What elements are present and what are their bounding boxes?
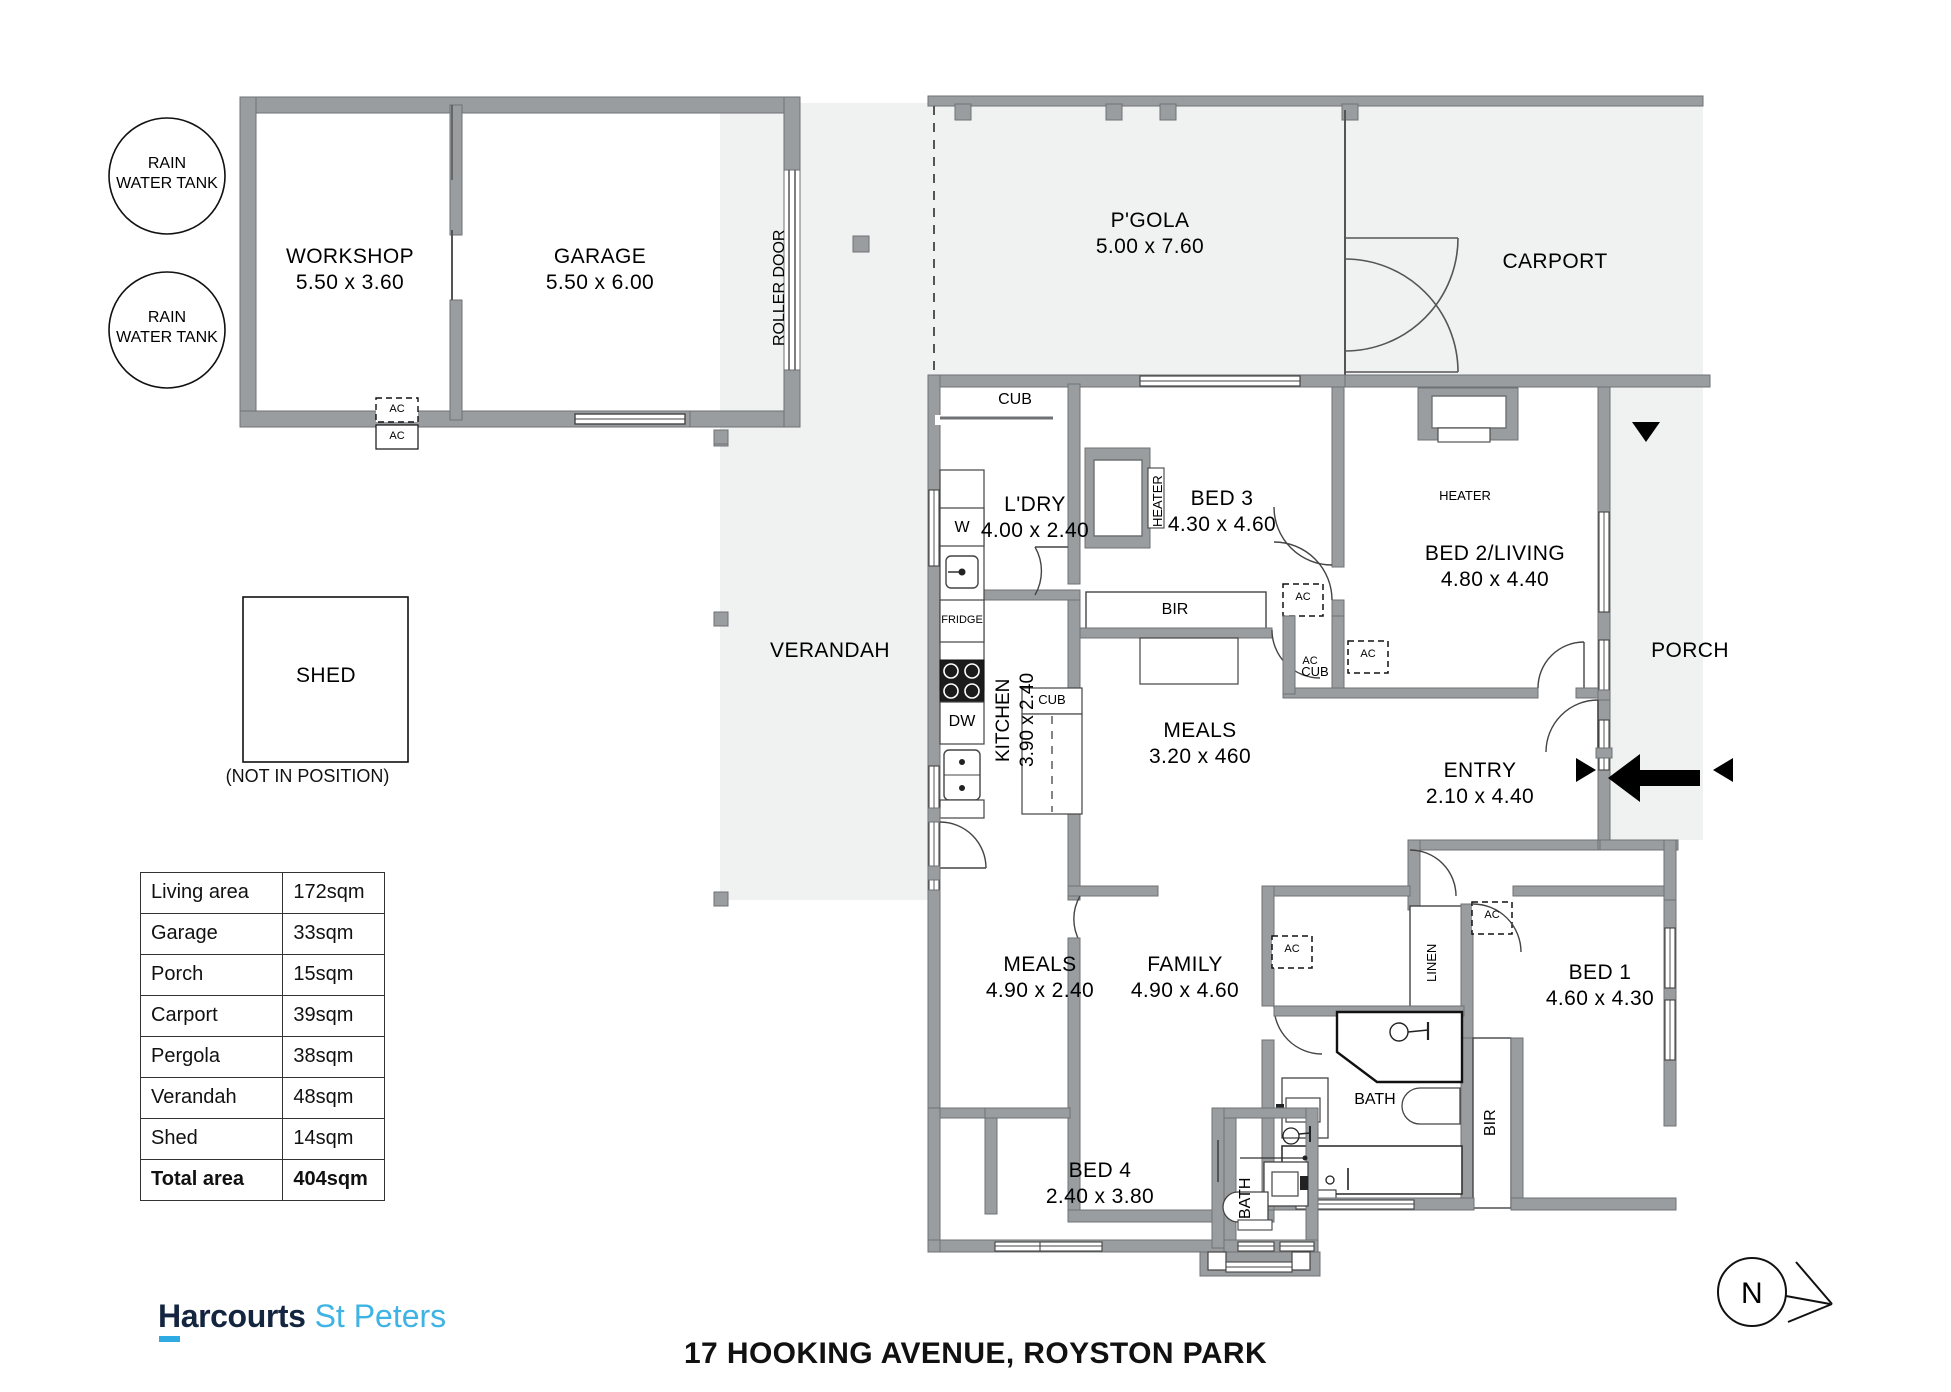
area-label: Living area bbox=[139, 872, 284, 914]
shed-note: (NOT IN POSITION) bbox=[225, 766, 390, 786]
ac-bed2-low-label: AC bbox=[1360, 648, 1376, 660]
bath-main-label: BATH bbox=[1354, 1091, 1396, 1108]
compass-north-label: N bbox=[1740, 1277, 1764, 1310]
area-label: Verandah bbox=[139, 1077, 284, 1119]
area-value: 14sqm bbox=[282, 1118, 385, 1160]
brand-secondary: St Peters bbox=[314, 1298, 447, 1334]
room-label-porch: PORCH bbox=[1651, 639, 1729, 662]
room-label-ldry: L'DRY 4.00 x 2.40 bbox=[980, 493, 1090, 542]
total-area-value: 404sqm bbox=[282, 1159, 385, 1201]
room-label-meals-2: MEALS 4.90 x 2.40 bbox=[985, 953, 1095, 1002]
cub-kitchen-label: CUB bbox=[1038, 692, 1066, 707]
ac-outdoor-unit-lower bbox=[375, 424, 419, 450]
table-row: Porch 15sqm bbox=[139, 954, 385, 996]
shed-label: SHED bbox=[296, 664, 356, 687]
ac-outdoor-unit-upper-label: AC bbox=[389, 403, 405, 415]
room-label-meals-1: MEALS 3.20 x 460 bbox=[1148, 719, 1252, 768]
room-label-bed1: BED 1 4.60 x 4.30 bbox=[1545, 961, 1655, 1010]
workshop-garage-block bbox=[239, 96, 801, 450]
room-label-pgola: P'GOLA 5.00 x 7.60 bbox=[1095, 209, 1205, 258]
bath-second-label: BATH bbox=[1237, 1177, 1254, 1219]
area-label: Pergola bbox=[139, 1036, 284, 1078]
shed-outline bbox=[242, 596, 409, 763]
kitchen-dim-label: 3.90 x 2.40 bbox=[1017, 672, 1038, 768]
area-value: 48sqm bbox=[282, 1077, 385, 1119]
room-label-bed2: BED 2/LIVING 4.80 x 4.40 bbox=[1424, 542, 1566, 591]
area-value: 172sqm bbox=[282, 872, 385, 914]
heater-bed3-label: HEATER bbox=[1150, 475, 1165, 527]
brand-primary: Harcourts bbox=[158, 1298, 306, 1342]
fridge-label: FRIDGE bbox=[941, 614, 983, 626]
table-row: Garage 33sqm bbox=[139, 913, 385, 955]
rain-water-tank-1-label: RAIN WATER TANK bbox=[116, 155, 218, 192]
area-schedule-body: Living area 172sqm Garage 33sqm Porch 15… bbox=[139, 872, 385, 1201]
ac-family-label: AC bbox=[1284, 943, 1300, 955]
table-row: Verandah 48sqm bbox=[139, 1077, 385, 1119]
area-label: Porch bbox=[139, 954, 284, 996]
ac-outdoor-unit-lower-label: AC bbox=[389, 430, 405, 442]
rain-water-tank-2 bbox=[108, 271, 226, 389]
table-row: Living area 172sqm bbox=[139, 872, 385, 914]
room-label-entry: ENTRY 2.10 x 4.40 bbox=[1425, 759, 1535, 808]
area-value: 15sqm bbox=[282, 954, 385, 996]
bir-bed1-label: BIR bbox=[1482, 1109, 1499, 1137]
room-label-verandah: VERANDAH bbox=[770, 639, 890, 662]
ac-bed3-label: AC bbox=[1295, 591, 1311, 603]
room-label-family: FAMILY 4.90 x 4.60 bbox=[1130, 953, 1240, 1002]
entry-direction-arrow bbox=[1576, 754, 1733, 802]
table-row: Shed 14sqm bbox=[139, 1118, 385, 1160]
garage-label: GARAGE 5.50 x 6.00 bbox=[545, 245, 655, 294]
compass-rose bbox=[1717, 1257, 1833, 1327]
area-value: 39sqm bbox=[282, 995, 385, 1037]
table-row: Pergola 38sqm bbox=[139, 1036, 385, 1078]
page-title: 17 HOOKING AVENUE, ROYSTON PARK bbox=[683, 1337, 1268, 1370]
total-area-label: Total area bbox=[139, 1159, 284, 1201]
room-label-bed3: BED 3 4.30 x 4.60 bbox=[1167, 487, 1277, 536]
linen-label: LINEN bbox=[1424, 943, 1439, 983]
house-walls bbox=[713, 95, 1711, 1277]
kitchen-label: KITCHEN bbox=[993, 678, 1014, 762]
area-value: 33sqm bbox=[282, 913, 385, 955]
bir-bed3-label: BIR bbox=[1161, 601, 1189, 618]
ac-bed2-top-label: AC bbox=[1302, 655, 1318, 667]
ac-outdoor-unit-upper bbox=[375, 397, 419, 423]
room-label-bed4: BED 4 2.40 x 3.80 bbox=[1045, 1159, 1155, 1208]
area-schedule-table: Living area 172sqm Garage 33sqm Porch 15… bbox=[139, 872, 385, 1201]
outdoor-shaded-areas bbox=[720, 103, 1703, 900]
area-label: Shed bbox=[139, 1118, 284, 1160]
cub-ldry-label: CUB bbox=[998, 391, 1032, 408]
area-value: 38sqm bbox=[282, 1036, 385, 1078]
table-row-total: Total area 404sqm bbox=[139, 1159, 385, 1201]
cub-entry-label: CUB bbox=[1301, 664, 1329, 679]
north-marker-triangle bbox=[1632, 422, 1660, 442]
dishwasher-label: DW bbox=[948, 713, 976, 730]
table-row: Carport 39sqm bbox=[139, 995, 385, 1037]
workshop-label: WORKSHOP 5.50 x 3.60 bbox=[285, 245, 415, 294]
heater-bed2-label: HEATER bbox=[1439, 488, 1491, 503]
area-label: Garage bbox=[139, 913, 284, 955]
rain-water-tank-1 bbox=[108, 117, 226, 235]
roller-door-label: ROLLER DOOR bbox=[771, 229, 788, 347]
rain-water-tank-2-label: RAIN WATER TANK bbox=[116, 309, 218, 346]
area-label: Carport bbox=[139, 995, 284, 1037]
ac-bed1-label: AC bbox=[1484, 909, 1500, 921]
room-label-carport: CARPORT bbox=[1502, 250, 1608, 273]
washer-label: W bbox=[954, 519, 970, 536]
